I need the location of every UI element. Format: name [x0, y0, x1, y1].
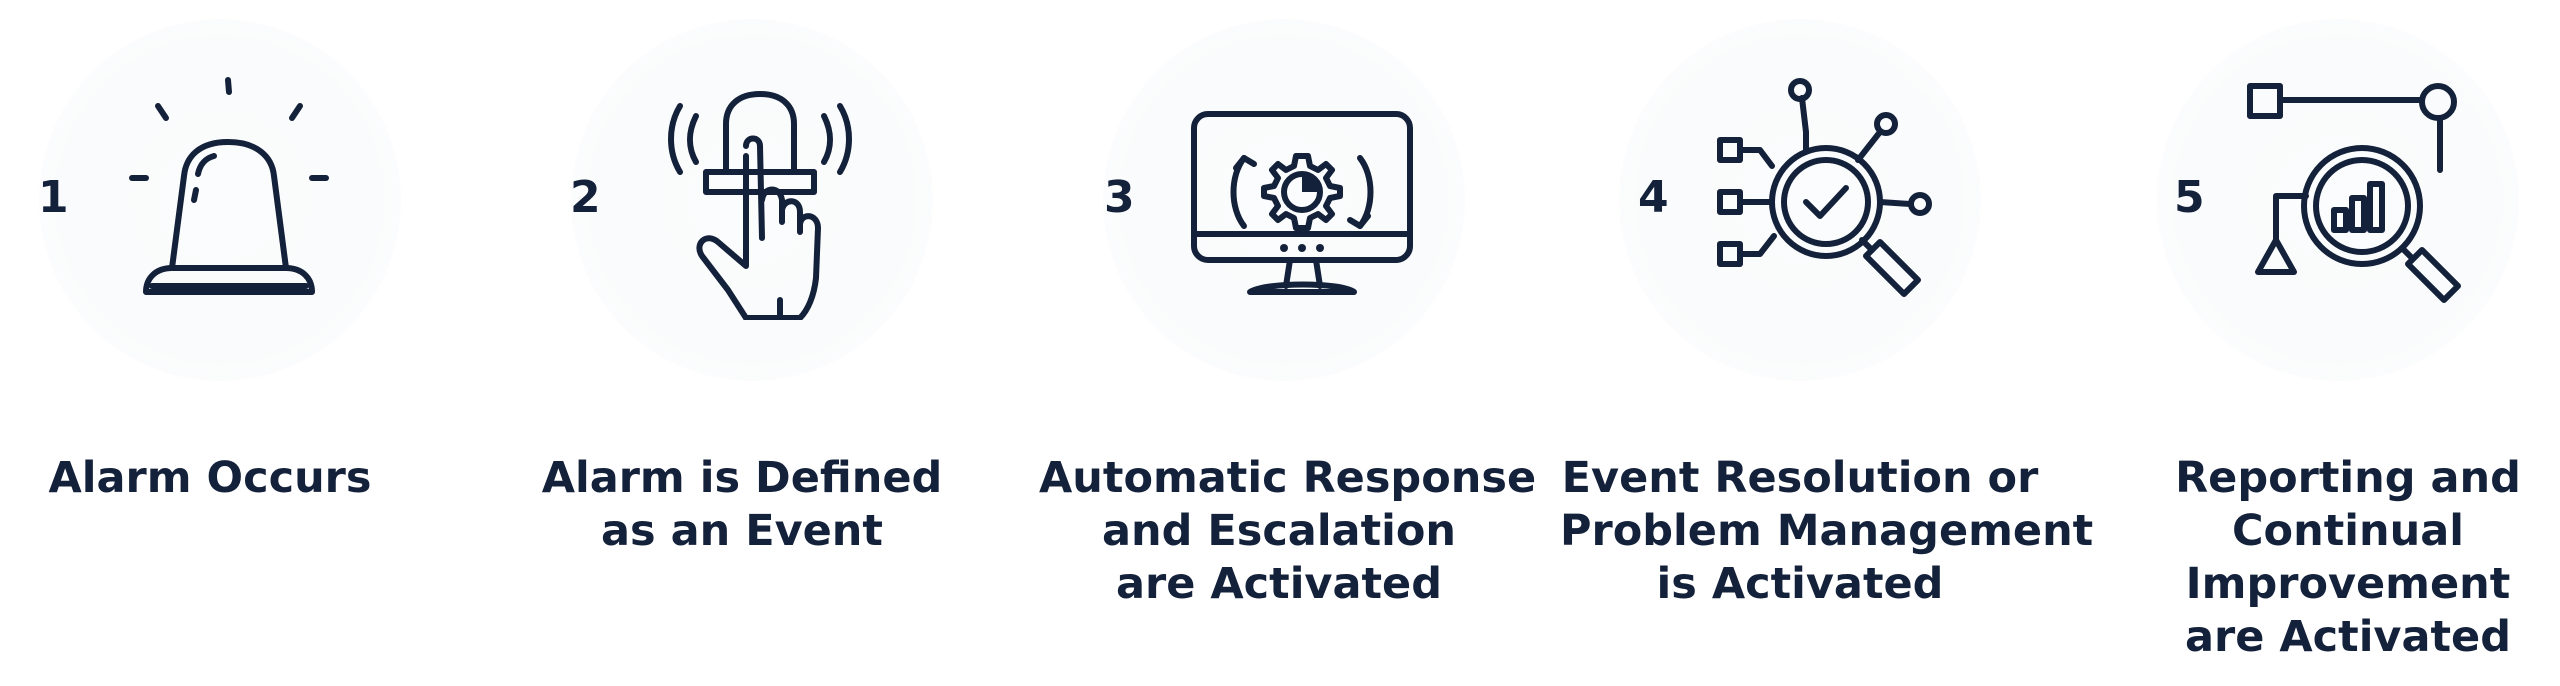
step-number: 1 — [38, 172, 69, 223]
label-line: are Activated — [2185, 612, 2511, 662]
step-label: Automatic Response and Escalation are Ac… — [1039, 452, 1537, 611]
label-line: is Activated — [1656, 559, 1944, 609]
siren-icon — [100, 60, 360, 320]
label-line: Reporting and — [2175, 453, 2521, 503]
label-line: and Escalation — [1101, 506, 1457, 556]
step-number: 3 — [1104, 172, 1135, 223]
step-3: 3 Automatic Response and Escalation are … — [1039, 0, 1576, 686]
step-1: 1 Alarm Occurs — [0, 0, 512, 686]
label-line: are Activated — [1116, 559, 1442, 609]
step-label: Event Resolution or Problem Management i… — [1560, 452, 2094, 611]
step-number: 2 — [570, 172, 601, 223]
monitor-gear-icon — [1174, 60, 1434, 320]
magnifier-chart-report-icon — [2236, 60, 2496, 320]
step-5: 5 Reporting and Continual Improvement ar… — [2118, 0, 2560, 686]
step-4: 4 Event Resolution or Problem Man — [1560, 0, 2093, 686]
magnifier-check-network-icon — [1700, 60, 1960, 320]
label-line: as an Event — [601, 506, 883, 556]
label-line: Problem Management — [1560, 506, 2094, 556]
step-label: Alarm is Defined as an Event — [502, 452, 982, 558]
label-line: Event Resolution or — [1561, 453, 2039, 503]
label-line: Alarm Occurs — [48, 453, 372, 503]
icon-backdrop — [572, 20, 932, 380]
step-label: Reporting and Continual Improvement are … — [2108, 452, 2560, 664]
label-line: Improvement — [2185, 559, 2511, 609]
label-line: Continual — [2232, 506, 2464, 556]
label-line: Alarm is Defined — [541, 453, 943, 503]
icon-backdrop — [2158, 20, 2518, 380]
step-label: Alarm Occurs — [0, 452, 450, 505]
icon-backdrop — [40, 20, 400, 380]
step-number: 4 — [1638, 172, 1669, 223]
hand-pressing-button-icon — [632, 60, 892, 320]
step-number: 5 — [2174, 172, 2205, 223]
step-2: 2 Alarm is Defined as an Event — [532, 0, 1044, 686]
label-line: Automatic Response — [1039, 453, 1537, 503]
